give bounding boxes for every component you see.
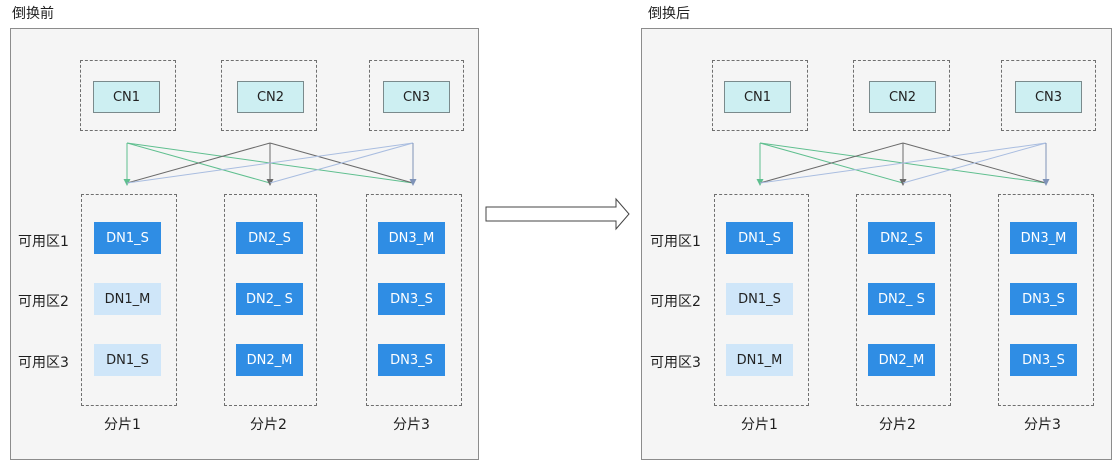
cn-node: CN2: [869, 81, 936, 113]
dn-node: DN1_S: [726, 283, 793, 315]
cn-container: [221, 60, 317, 131]
dn-node: DN3_S: [378, 283, 445, 315]
cn-node: CN3: [1015, 81, 1082, 113]
cn-node: CN2: [237, 81, 304, 113]
dn-node: DN2_S: [868, 222, 935, 254]
dn-node: DN1_S: [94, 344, 161, 376]
dn-node: DN2_ S: [236, 283, 303, 315]
zone-label: 可用区3: [18, 355, 69, 371]
shard-container: [998, 194, 1094, 406]
shard-label: 分片2: [250, 417, 287, 433]
cn-container: [369, 60, 464, 131]
dn-node: DN1_M: [94, 283, 161, 315]
dn-node: DN2_M: [236, 344, 303, 376]
zone-label: 可用区2: [650, 294, 701, 310]
shard-container: [81, 194, 177, 406]
cn-node: CN3: [383, 81, 450, 113]
shard-container: [366, 194, 462, 406]
zone-label: 可用区1: [650, 234, 701, 250]
shard-label: 分片1: [741, 417, 778, 433]
dn-node: DN3_S: [1010, 344, 1077, 376]
dn-node: DN3_S: [378, 344, 445, 376]
shard-label: 分片2: [879, 417, 916, 433]
shard-label: 分片1: [104, 417, 141, 433]
cn-container: [80, 60, 176, 131]
zone-label: 可用区1: [18, 234, 69, 250]
zone-label: 可用区2: [18, 294, 69, 310]
shard-label: 分片3: [1024, 417, 1061, 433]
dn-node: DN2_S: [236, 222, 303, 254]
panel-title-after: 倒换后: [648, 6, 690, 22]
cn-container: [712, 60, 808, 131]
dn-node: DN3_M: [1010, 222, 1077, 254]
dn-node: DN3_M: [378, 222, 445, 254]
panel-title-before: 倒换前: [12, 6, 54, 22]
dn-node: DN3_S: [1010, 283, 1077, 315]
dn-node: DN2_ S: [868, 283, 935, 315]
cn-container: [853, 60, 950, 131]
shard-container: [856, 194, 951, 406]
cn-container: [1001, 60, 1096, 131]
shard-container: [714, 194, 809, 406]
cn-node: CN1: [724, 81, 791, 113]
shard-container: [224, 194, 317, 406]
dn-node: DN1_S: [94, 222, 161, 254]
dn-node: DN1_M: [726, 344, 793, 376]
zone-label: 可用区3: [650, 355, 701, 371]
cn-node: CN1: [93, 81, 160, 113]
shard-label: 分片3: [393, 417, 430, 433]
dn-node: DN2_M: [868, 344, 935, 376]
dn-node: DN1_S: [726, 222, 793, 254]
